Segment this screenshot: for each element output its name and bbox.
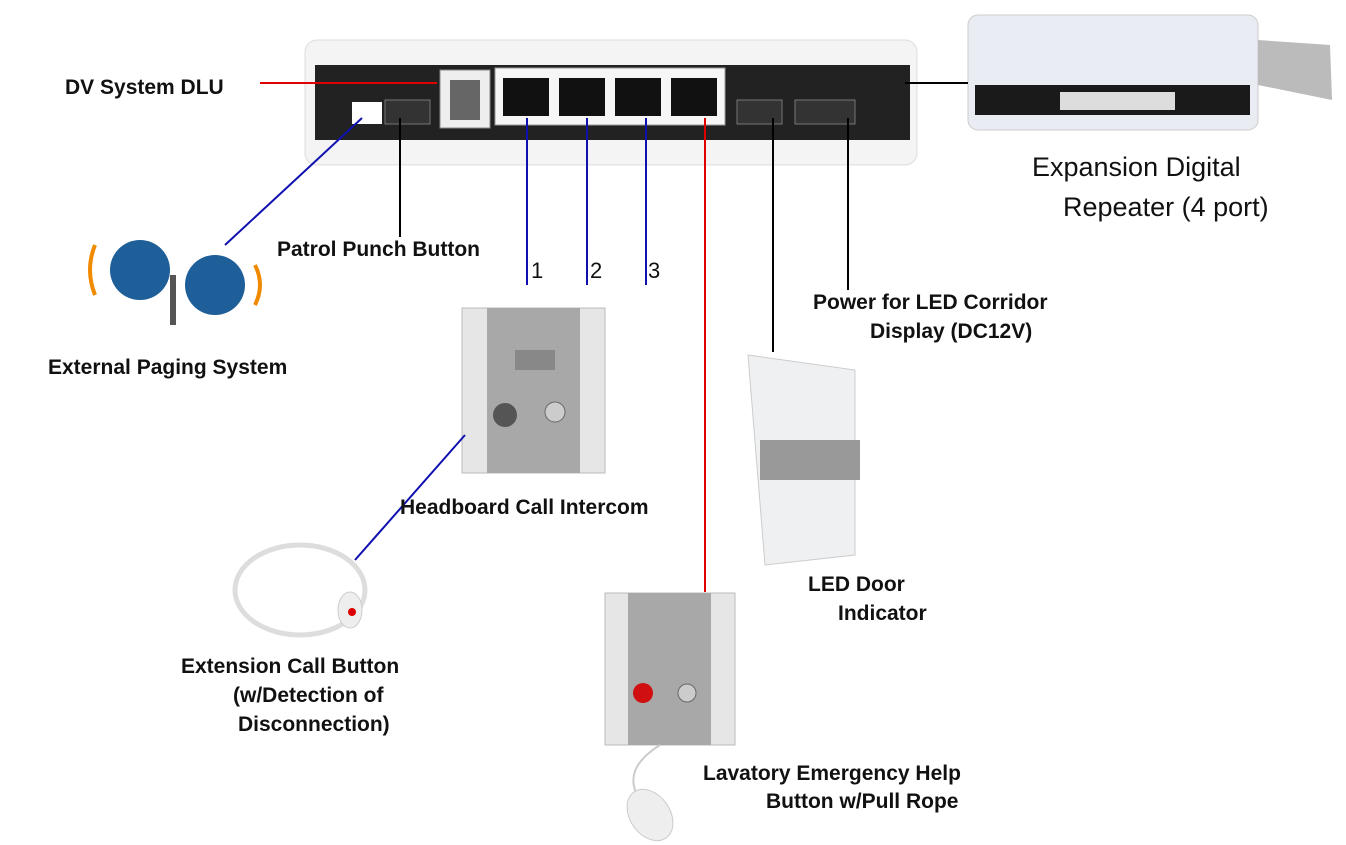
extension-label-3: Disconnection) bbox=[238, 713, 390, 736]
extension-label-1: Extension Call Button bbox=[181, 655, 400, 678]
patrol-label: Patrol Punch Button bbox=[277, 238, 480, 261]
repeater-label-2: Repeater (4 port) bbox=[1063, 192, 1269, 222]
headboard-intercom-device bbox=[461, 307, 606, 474]
extension-call-button-device bbox=[232, 542, 368, 638]
lavatory-label-2: Button w/Pull Rope bbox=[766, 790, 959, 813]
port2-label: 2 bbox=[590, 258, 603, 283]
lavatory-button-device bbox=[604, 592, 736, 842]
paging-label: External Paging System bbox=[48, 356, 288, 379]
dlu-label: DV System DLU bbox=[65, 76, 224, 99]
headboard-label: Headboard Call Intercom bbox=[400, 496, 649, 519]
led-door-indicator-device bbox=[747, 354, 860, 566]
extension-line bbox=[354, 434, 466, 561]
lavatory-label-1: Lavatory Emergency Help bbox=[703, 762, 961, 785]
paging-horns bbox=[88, 240, 262, 325]
door-label-2: Indicator bbox=[838, 602, 927, 625]
repeater-device bbox=[967, 14, 1332, 131]
repeater-label-1: Expansion Digital bbox=[1032, 152, 1241, 182]
power-label-2: Display (DC12V) bbox=[870, 320, 1033, 343]
paging-line bbox=[224, 117, 363, 246]
extension-label-2: (w/Detection of bbox=[233, 684, 384, 707]
power-label-1: Power for LED Corridor bbox=[813, 291, 1048, 314]
dlu-device bbox=[304, 39, 918, 166]
port3-label: 3 bbox=[648, 258, 661, 283]
door-label-1: LED Door bbox=[808, 573, 905, 596]
port1-label: 1 bbox=[531, 258, 544, 283]
